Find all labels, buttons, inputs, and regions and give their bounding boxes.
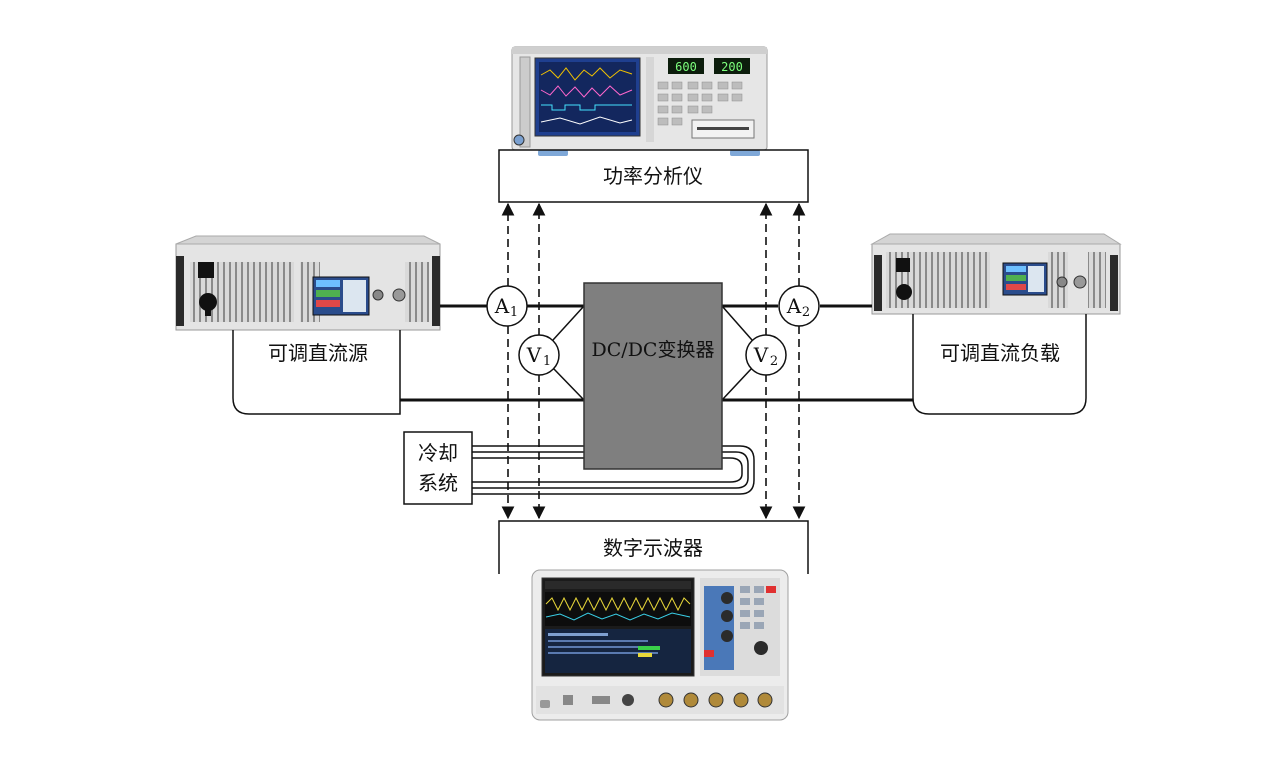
cooling-system-box [403, 431, 473, 505]
ammeter-a2: A 2 [778, 285, 820, 327]
oscilloscope-label: 数字示波器 [603, 536, 703, 560]
power-wiring [400, 304, 913, 402]
svg-text:1: 1 [543, 354, 551, 369]
power-analyzer-box [498, 149, 809, 203]
dc-source-frame [232, 330, 401, 415]
ammeter-a1: A 1 [486, 285, 528, 327]
svg-text:2: 2 [770, 354, 778, 369]
converter-label: DC/DC变换器 [592, 339, 715, 361]
svg-text:200: 200 [721, 60, 743, 74]
svg-text:2: 2 [802, 305, 810, 320]
svg-text:A: A [494, 294, 510, 318]
dc-source-label: 可调直流源 [268, 341, 368, 365]
dc-load-label: 可调直流负载 [940, 341, 1060, 365]
dc-source-device [175, 235, 441, 331]
voltmeter-v2: V 2 [745, 334, 787, 376]
cooling-label-line1: 冷却 [418, 441, 458, 465]
oscilloscope-device [531, 569, 789, 721]
svg-text:V: V [753, 343, 769, 367]
power-analyzer-label: 功率分析仪 [603, 164, 703, 188]
svg-text:V: V [526, 343, 542, 367]
svg-text:600: 600 [675, 60, 697, 74]
power-analyzer-device: 600 200 [511, 46, 768, 156]
cooling-label-line2: 系统 [418, 471, 458, 495]
measurement-lines [501, 202, 806, 520]
svg-text:A: A [786, 294, 802, 318]
voltage-taps [552, 305, 753, 401]
voltmeter-v1: V 1 [518, 334, 560, 376]
dc-load-frame [912, 314, 1087, 415]
svg-text:1: 1 [510, 305, 518, 320]
oscilloscope-box [498, 520, 809, 574]
dc-load-device [870, 233, 1122, 315]
dc-dc-converter [583, 282, 723, 470]
cooling-pipes [472, 445, 755, 495]
